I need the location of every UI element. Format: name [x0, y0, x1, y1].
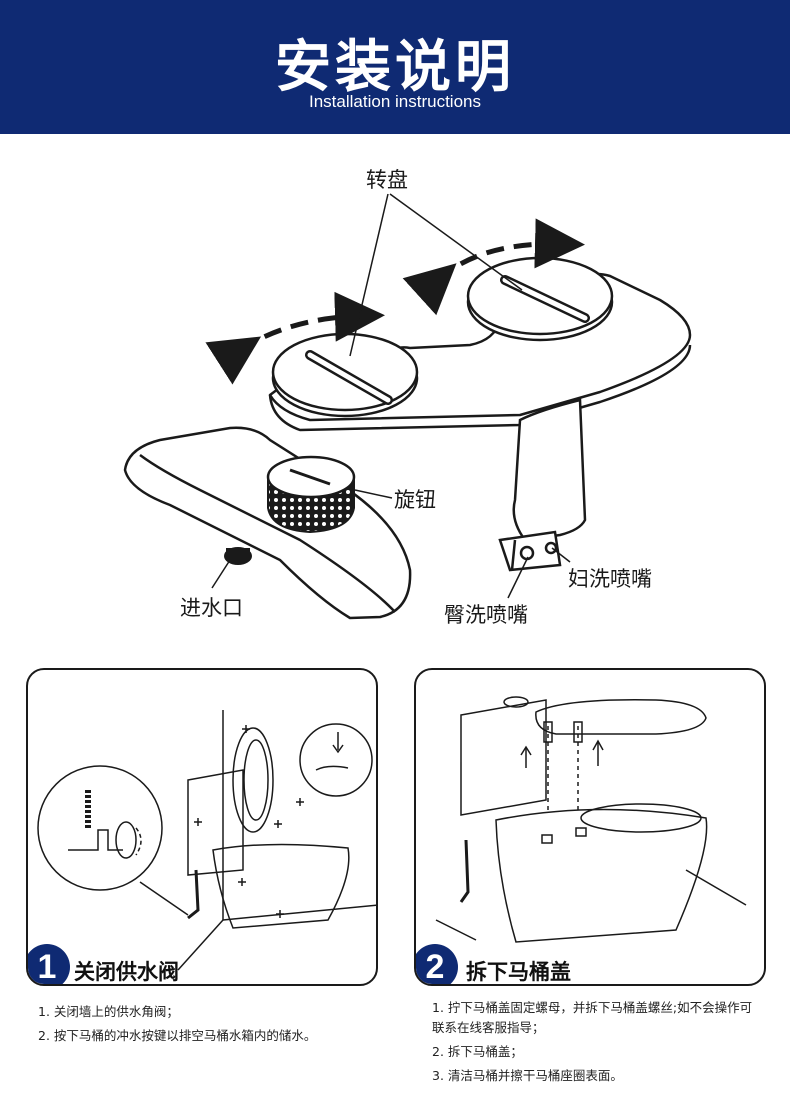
leader-lines [211, 193, 571, 599]
step1-item: 2. 按下马桶的冲水按键以排空马桶水箱内的储水。 [38, 1028, 317, 1043]
right-dial-icon [466, 256, 614, 342]
step1-item: 1. 关闭墙上的供水角阀； [38, 1004, 179, 1019]
page-title: 安装说明 [275, 35, 515, 100]
step2-illustration [435, 696, 747, 943]
step1-illustration [37, 710, 376, 971]
left-dial-icon [271, 332, 419, 418]
step1-instructions: 1. 关闭墙上的供水角阀； 2. 按下马桶的冲水按键以排空马桶水箱内的储水。 [38, 1002, 378, 1050]
step1-panel: 1 关闭供水阀 [26, 668, 378, 986]
step2-item: 3. 清洁马桶并擦干马桶座圈表面。 [432, 1068, 623, 1083]
step2-badge: 2 [416, 944, 458, 984]
knob-icon [266, 455, 356, 534]
step2-panel: 2 拆下马桶盖 [414, 668, 766, 986]
step1-badge: 1 [28, 944, 70, 984]
step2-title: 拆下马桶盖 [466, 960, 571, 984]
step2-item: 2. 拆下马桶盖； [432, 1044, 523, 1059]
rotate-arrows [205, 218, 585, 385]
nozzle-arm [498, 398, 587, 572]
step2-instructions: 1. 拧下马桶盖固定螺母，并拆下马桶盖螺丝;如不会操作可联系在线客服指导； 2.… [432, 998, 762, 1090]
page-subtitle: Installation instructions [309, 92, 481, 111]
inlet-label: 进水口 [180, 596, 243, 620]
knob-label: 旋钮 [394, 488, 436, 512]
dial-label: 转盘 [366, 168, 408, 192]
bidet-handle [123, 426, 412, 620]
feminine-nozzle-label: 妇洗喷嘴 [568, 567, 652, 591]
step1-title: 关闭供水阀 [74, 960, 179, 984]
header-banner: 安装说明 Installation instructions [0, 0, 790, 134]
inlet-icon [224, 547, 252, 565]
rear-nozzle-label: 臀洗喷嘴 [444, 603, 528, 627]
step2-item: 1. 拧下马桶盖固定螺母，并拆下马桶盖螺丝;如不会操作可联系在线客服指导； [432, 1000, 753, 1035]
bidet-diagram [123, 193, 692, 620]
